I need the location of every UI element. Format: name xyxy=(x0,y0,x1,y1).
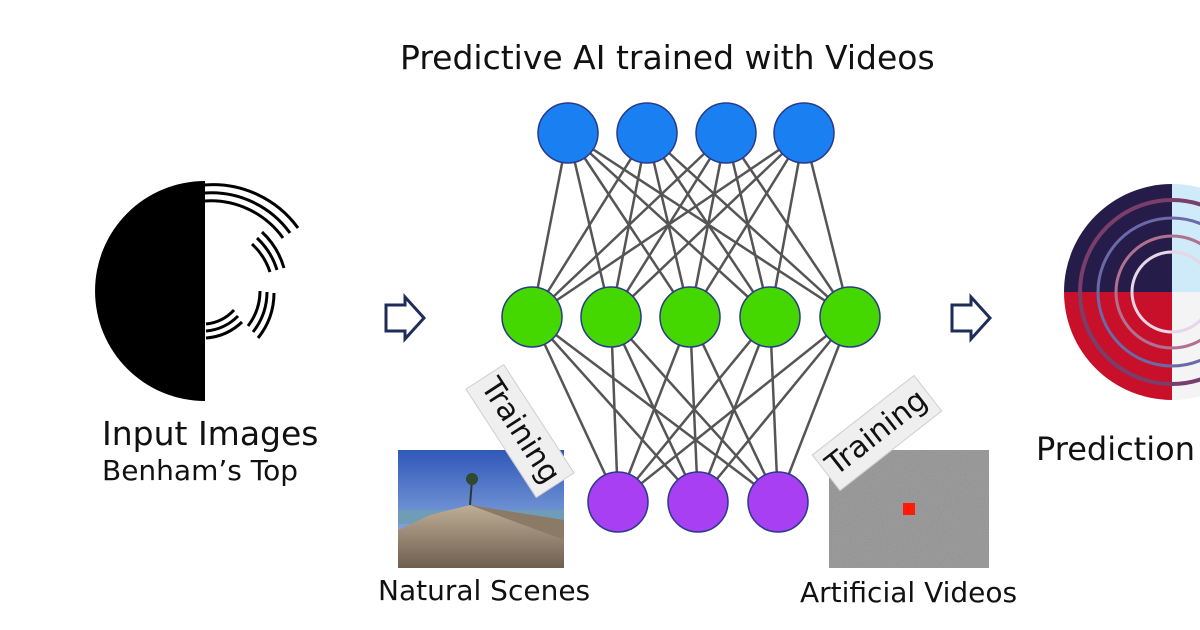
output-node xyxy=(537,102,599,164)
network-edge xyxy=(616,316,692,503)
network-edge xyxy=(531,132,727,318)
input-node xyxy=(747,471,809,533)
network-edge xyxy=(697,316,851,503)
benhams-top-label: Benham’s Top xyxy=(102,454,298,487)
red-square xyxy=(903,503,915,515)
hidden-node xyxy=(580,286,642,348)
network-edges xyxy=(530,131,852,503)
network-edge xyxy=(776,316,852,503)
prediction-image xyxy=(1064,184,1200,400)
network-edge xyxy=(768,132,806,318)
network-nodes xyxy=(501,102,881,533)
network-edge xyxy=(609,316,620,503)
network-edge xyxy=(531,131,805,319)
natural-scenes-label: Natural Scenes xyxy=(378,574,591,607)
arrow-right-icon-2 xyxy=(950,293,993,343)
hidden-node xyxy=(501,286,563,348)
input-images-label: Input Images xyxy=(102,414,319,453)
arrow-right-icon-1 xyxy=(384,293,427,343)
hidden-node xyxy=(739,286,801,348)
network-edge xyxy=(530,132,649,318)
hidden-node xyxy=(819,286,881,348)
network-edge xyxy=(530,316,620,503)
artificial-videos-label: Artificial Videos xyxy=(800,576,1018,609)
diagram-title: Predictive AI trained with Videos xyxy=(400,38,935,77)
network-edge xyxy=(610,132,805,318)
input-node xyxy=(667,471,729,533)
network-edge xyxy=(617,316,851,503)
network-edge xyxy=(802,132,852,318)
hidden-node xyxy=(659,286,721,348)
output-node xyxy=(695,102,757,164)
network-edge xyxy=(617,316,771,503)
prediction-label: Prediction xyxy=(1036,430,1195,468)
network-edge xyxy=(688,132,806,318)
benham-arcs xyxy=(204,183,300,340)
output-node xyxy=(773,102,835,164)
benham-top xyxy=(95,181,300,401)
output-node xyxy=(616,102,678,164)
network-edge xyxy=(530,132,570,318)
input-node xyxy=(587,471,649,533)
